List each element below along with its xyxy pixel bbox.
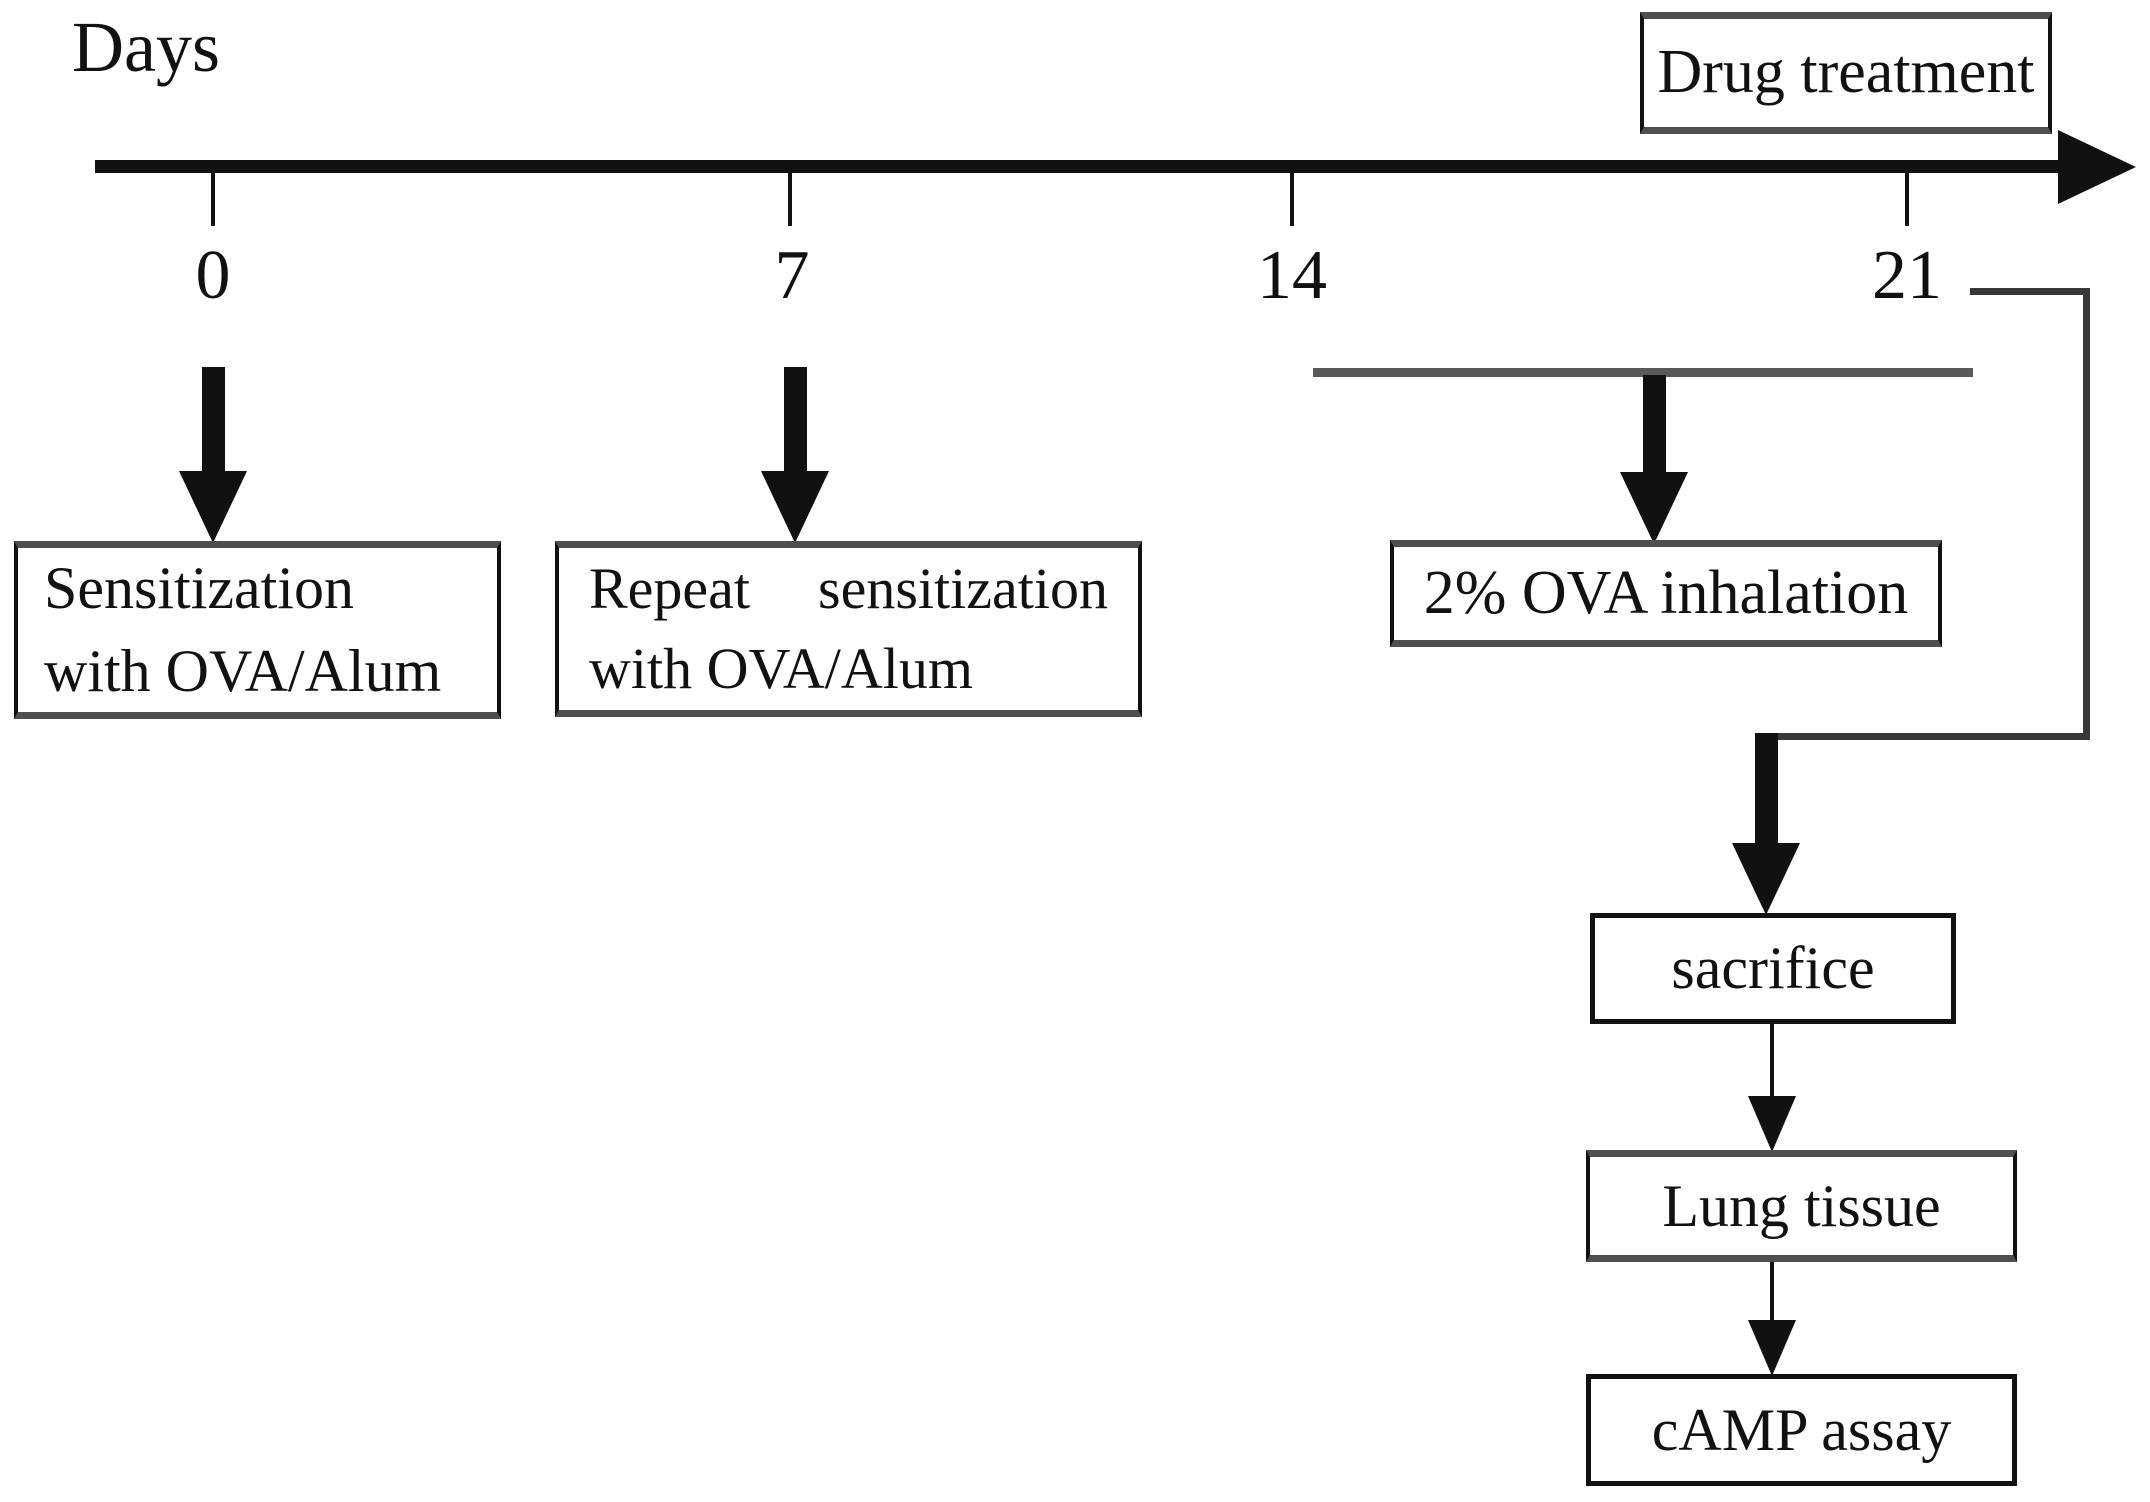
ova-inhalation-label: 2% OVA inhalation (1423, 558, 1909, 627)
sensitization-line2: with OVA/Alum (44, 638, 442, 704)
timeline-axis-line (95, 160, 2070, 173)
tick-day-0 (211, 172, 215, 226)
tick-day-7 (788, 172, 792, 226)
camp-arrow-shaft (1770, 1262, 1774, 1324)
lung-arrow-shaft (1770, 1024, 1774, 1100)
sensitization-line1: Sensitization (44, 555, 354, 622)
camp-assay-box: cAMP assay (1586, 1374, 2017, 1486)
days-axis-label: Days (72, 7, 220, 87)
drug-treatment-box: Drug treatment (1640, 12, 2052, 134)
day0-arrow-shaft (202, 367, 225, 473)
sacrifice-label: sacrifice (1671, 935, 1875, 1002)
day21-connector-horizontal-top (1970, 288, 2090, 295)
repeat-sensitization-line1: Repeat sensitization (589, 549, 1108, 629)
inhalation-period-bar (1313, 368, 1973, 377)
sacrifice-arrow-shaft (1755, 733, 1778, 845)
repeat-sensitization-line2: with OVA/Alum (589, 636, 974, 701)
lung-tissue-label: Lung tissue (1662, 1172, 1941, 1239)
day7-arrow-icon (761, 471, 829, 543)
sacrifice-arrow-icon (1732, 843, 1800, 915)
day0-arrow-icon (179, 471, 247, 543)
lung-arrow-icon (1748, 1096, 1796, 1152)
tick-day-21 (1905, 172, 1909, 226)
day21-connector-horizontal-bottom (1763, 733, 2090, 740)
day21-connector-vertical (2083, 288, 2090, 740)
tick-label-0: 0 (195, 237, 231, 314)
ova-inhalation-box: 2% OVA inhalation (1390, 540, 1942, 647)
tick-label-21: 21 (1872, 237, 1942, 314)
tick-label-14: 14 (1257, 237, 1327, 314)
drug-treatment-label: Drug treatment (1657, 38, 2035, 107)
sacrifice-box: sacrifice (1590, 913, 1956, 1024)
lung-tissue-box: Lung tissue (1586, 1150, 2017, 1262)
repeat-sensitization-box: Repeat sensitization with OVA/Alum (555, 541, 1142, 717)
repeat-word: Repeat (589, 555, 751, 621)
camp-arrow-icon (1748, 1320, 1796, 1376)
sensitization-word: sensitization (818, 555, 1108, 621)
timeline-arrowhead-icon (2058, 130, 2136, 204)
sensitization-box: Sensitization with OVA/Alum (14, 541, 501, 719)
tick-day-14 (1290, 172, 1294, 226)
camp-assay-label: cAMP assay (1651, 1396, 1952, 1463)
inhalation-arrow-icon (1620, 472, 1688, 544)
day7-arrow-shaft (784, 367, 807, 473)
inhalation-arrow-shaft (1643, 375, 1666, 474)
tick-label-7: 7 (774, 237, 810, 314)
